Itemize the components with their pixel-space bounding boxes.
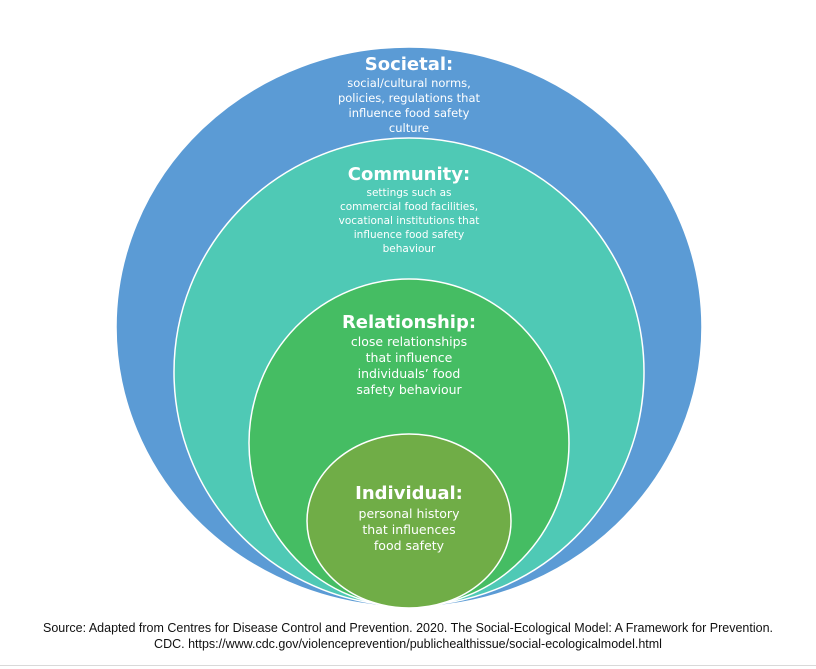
community-title: Community: bbox=[348, 164, 470, 185]
source-caption: Source: Adapted from Centres for Disease… bbox=[0, 620, 816, 652]
societal-desc-line: influence food safety bbox=[349, 106, 470, 120]
individual-desc-line: personal history bbox=[359, 506, 461, 521]
societal-desc-line: culture bbox=[389, 121, 429, 135]
community-desc-line: commercial food facilities, bbox=[340, 201, 478, 213]
community-desc-line: influence food safety bbox=[354, 229, 464, 241]
individual-title: Individual: bbox=[355, 483, 463, 504]
relationship-desc-line: individuals’ food bbox=[358, 366, 461, 381]
societal-title: Societal: bbox=[365, 54, 454, 75]
individual-desc-line: that influences bbox=[362, 522, 455, 537]
source-line-1: Source: Adapted from Centres for Disease… bbox=[42, 621, 773, 635]
relationship-desc-line: safety behaviour bbox=[356, 382, 462, 397]
source-line-2: CDC. https://www.cdc.gov/violenceprevent… bbox=[154, 637, 662, 651]
community-desc-line: vocational institutions that bbox=[339, 215, 480, 227]
individual-circle bbox=[306, 433, 512, 609]
community-desc-line: settings such as bbox=[366, 187, 451, 199]
relationship-desc-line: that influence bbox=[366, 350, 453, 365]
relationship-desc-line: close relationships bbox=[351, 334, 467, 349]
relationship-title: Relationship: bbox=[342, 312, 476, 333]
individual-desc-line: food safety bbox=[374, 538, 445, 553]
societal-desc-line: policies, regulations that bbox=[338, 91, 481, 105]
social-ecological-model-diagram: Societal: social/cultural norms, policie… bbox=[115, 46, 703, 609]
bottom-divider bbox=[0, 665, 816, 666]
community-desc-line: behaviour bbox=[383, 243, 436, 255]
societal-desc-line: social/cultural norms, bbox=[347, 76, 471, 90]
